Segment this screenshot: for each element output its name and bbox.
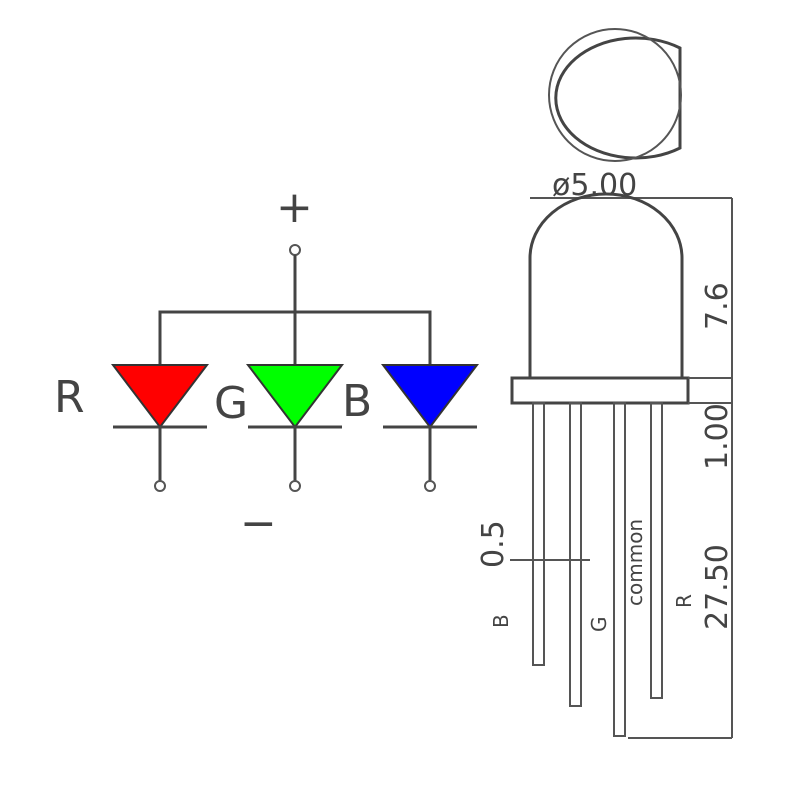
green-diode	[245, 364, 345, 429]
anode-terminal	[289, 244, 301, 256]
lead-b	[532, 402, 545, 666]
label-g: G	[214, 378, 248, 429]
flange-label: 1.00	[700, 403, 735, 470]
blue-terminal	[424, 480, 436, 492]
lead-length-label: 27.50	[700, 544, 735, 630]
lead-g	[569, 402, 582, 707]
plus-sign: +	[276, 182, 313, 233]
side-view: ø5.00 0.5 B G common R 7.6 1.00 27.50	[476, 168, 735, 739]
schematic: + R G B −	[54, 182, 480, 549]
green-terminal	[289, 480, 301, 492]
pin-label-b: B	[489, 614, 513, 628]
height-label: 7.6	[700, 282, 735, 330]
top-view-lens	[548, 28, 682, 162]
minus-sign: −	[240, 498, 277, 549]
label-b: B	[342, 376, 372, 427]
blue-diode	[380, 364, 480, 429]
led-flange	[510, 376, 690, 405]
lead-common	[613, 402, 626, 737]
red-diode	[110, 364, 210, 429]
anode-bus	[158, 310, 432, 365]
label-r: R	[54, 372, 85, 423]
lead-width-label: 0.5	[476, 520, 511, 568]
top-view-outline	[554, 36, 682, 160]
pin-label-common: common	[623, 519, 647, 606]
red-terminal	[154, 480, 166, 492]
top-view	[548, 28, 682, 162]
led-body	[528, 192, 684, 378]
lead-r	[650, 402, 663, 699]
pin-label-r: R	[672, 594, 696, 608]
pin-label-g: G	[587, 617, 611, 633]
